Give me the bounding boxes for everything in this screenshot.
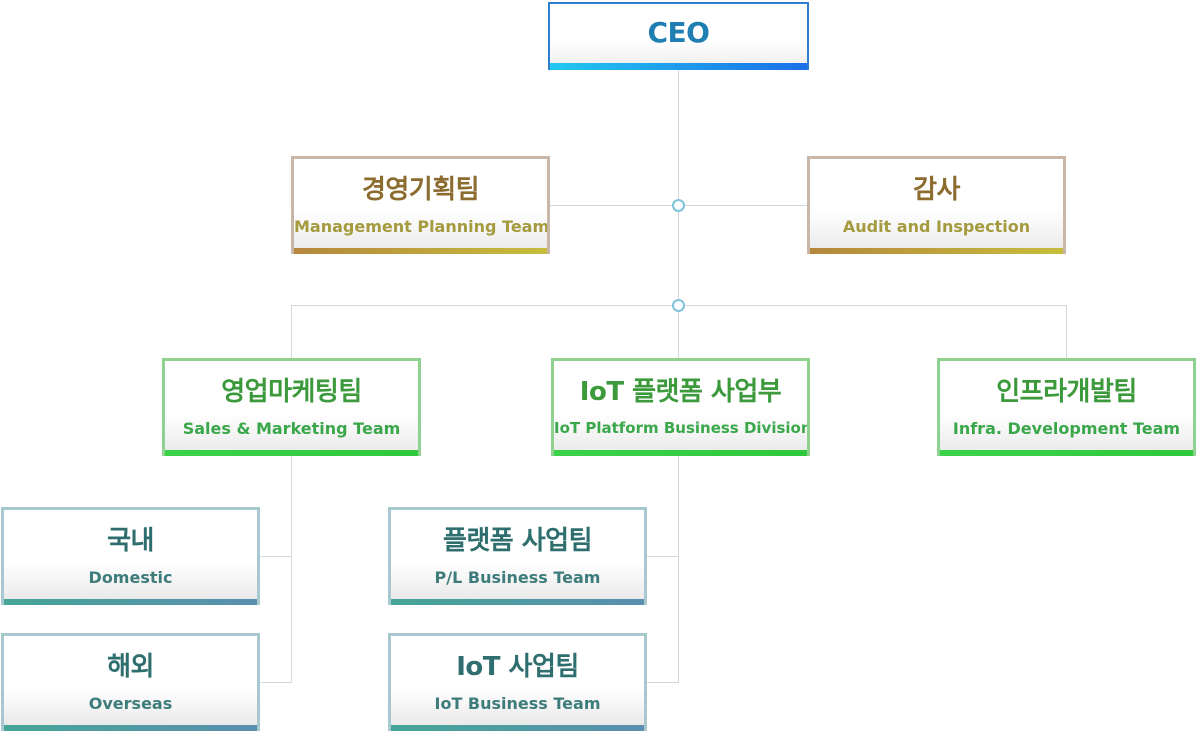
audit-ko: 감사 [913, 175, 960, 205]
overseas-ko: 해외 [107, 652, 154, 682]
org-box-infra-development[interactable]: 인프라개발팀 Infra. Development Team [937, 358, 1196, 456]
org-box-overseas[interactable]: 해외 Overseas [1, 633, 260, 731]
management-planning-accent-bar [294, 248, 547, 254]
org-box-management-planning[interactable]: 경영기획팀 Management Planning Team [291, 156, 550, 254]
ceo-label: CEO [647, 16, 710, 49]
iot-business-ko: IoT 사업팀 [456, 652, 579, 682]
iot-platform-division-accent-bar [554, 450, 807, 456]
org-box-pl-business[interactable]: 플랫폼 사업팀 P/L Business Team [388, 507, 647, 605]
org-box-ceo[interactable]: CEO [548, 2, 809, 70]
overseas-en: Overseas [88, 694, 173, 713]
domestic-accent-bar [4, 599, 257, 605]
iot-platform-division-en: IoT Platform Business Division [554, 419, 810, 437]
pl-business-accent-bar [391, 599, 644, 605]
infra-development-en: Infra. Development Team [952, 419, 1181, 438]
overseas-accent-bar [4, 725, 257, 731]
sales-marketing-ko: 영업마케팅팀 [221, 377, 362, 407]
domestic-en: Domestic [88, 568, 173, 587]
sales-marketing-accent-bar [165, 450, 418, 456]
pl-business-en: P/L Business Team [434, 568, 601, 587]
org-box-domestic[interactable]: 국내 Domestic [1, 507, 260, 605]
junction-divisions [672, 299, 685, 312]
org-box-audit[interactable]: 감사 Audit and Inspection [807, 156, 1066, 254]
connector-iot-drop [678, 305, 679, 360]
connector-overseas [260, 682, 291, 683]
connector-infra-drop [1066, 305, 1067, 360]
domestic-ko: 국내 [107, 526, 154, 556]
org-box-sales-marketing[interactable]: 영업마케팅팀 Sales & Marketing Team [162, 358, 421, 456]
infra-development-ko: 인프라개발팀 [996, 377, 1137, 407]
iot-business-en: IoT Business Team [434, 694, 601, 713]
audit-accent-bar [810, 248, 1063, 254]
connector-sales-sub-trunk [291, 456, 292, 683]
connector-sales-drop [291, 305, 292, 360]
connector-iot-sub-trunk [678, 456, 679, 683]
org-box-iot-business[interactable]: IoT 사업팀 IoT Business Team [388, 633, 647, 731]
iot-business-accent-bar [391, 725, 644, 731]
junction-staff [672, 199, 685, 212]
connector-pl-business [647, 556, 678, 557]
pl-business-ko: 플랫폼 사업팀 [442, 526, 593, 556]
ceo-accent-bar [550, 63, 807, 70]
connector-iot-business [647, 682, 678, 683]
connector-domestic [260, 556, 291, 557]
iot-platform-division-ko: IoT 플랫폼 사업부 [579, 377, 782, 407]
management-planning-ko: 경영기획팀 [361, 175, 480, 205]
org-box-iot-platform-division[interactable]: IoT 플랫폼 사업부 IoT Platform Business Divisi… [551, 358, 810, 456]
audit-en: Audit and Inspection [842, 217, 1031, 236]
sales-marketing-en: Sales & Marketing Team [182, 419, 401, 438]
management-planning-en: Management Planning Team [294, 217, 550, 236]
infra-development-accent-bar [940, 450, 1193, 456]
connector-ceo-trunk [678, 70, 679, 306]
